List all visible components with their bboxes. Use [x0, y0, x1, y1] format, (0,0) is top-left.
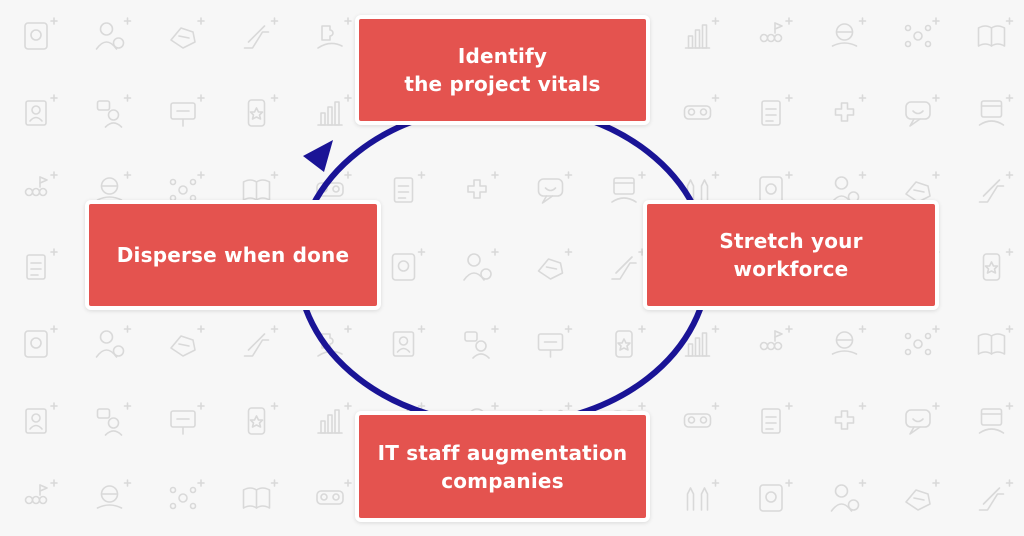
escalator-icon [978, 171, 1014, 203]
open-book-icon [242, 479, 279, 509]
step-box-augmentation: IT staff augmentation companies [355, 411, 650, 522]
person-frame-icon [25, 94, 58, 126]
clipboard-icon [761, 402, 793, 434]
escalator-icon [243, 325, 279, 357]
step-label-augmentation: IT staff augmentation companies [377, 440, 628, 493]
presentation-board-icon [537, 325, 573, 358]
network-people-icon [169, 171, 205, 202]
presentation-board-icon [170, 94, 205, 127]
medical-signal-icon [834, 94, 867, 122]
team-flag-icon [759, 325, 793, 351]
calendar-hand-icon [978, 94, 1014, 126]
puzzle-hand-icon [317, 17, 352, 49]
chat-person-icon [464, 325, 499, 359]
step-box-disperse: Disperse when done [85, 200, 381, 310]
open-book-icon [977, 325, 1014, 355]
growth-chart-icon [317, 94, 352, 126]
user-badge-icon [830, 479, 867, 512]
globe-hand-icon [96, 479, 132, 509]
user-badge-icon [463, 248, 499, 281]
medical-signal-icon [467, 171, 499, 199]
vr-headset-icon [683, 402, 720, 428]
chat-person-icon [96, 402, 132, 436]
team-flag-icon [24, 171, 58, 197]
escalator-icon [978, 479, 1014, 511]
person-frame-icon [25, 402, 58, 434]
growth-chart-icon [684, 325, 720, 357]
step-label-identify: Identify the project vitals [404, 44, 601, 96]
user-badge-icon [95, 325, 132, 358]
touch-screen-icon [24, 17, 58, 50]
team-flag-icon [24, 479, 58, 505]
clipboard-icon [761, 94, 793, 126]
step-box-identify: Identify the project vitals [355, 15, 650, 125]
growth-chart-icon [684, 17, 720, 49]
touch-screen-icon [759, 479, 793, 512]
touch-screen-icon [391, 248, 426, 281]
raised-hands-icon [686, 479, 720, 511]
step-box-stretch: Stretch your workforce [643, 200, 939, 310]
arrowhead-icon [303, 140, 333, 172]
escalator-icon [243, 17, 279, 49]
network-people-icon [169, 479, 205, 510]
mobile-star-icon [982, 248, 1014, 281]
team-flag-icon [759, 17, 793, 43]
clipboard-icon [393, 171, 426, 203]
calendar-hand-icon [978, 402, 1014, 434]
globe-hand-icon [96, 171, 132, 201]
medical-signal-icon [834, 402, 867, 430]
network-people-icon [904, 17, 940, 48]
open-book-icon [977, 17, 1014, 47]
smiley-chat-icon [537, 171, 573, 204]
touch-screen-icon [24, 325, 58, 358]
user-badge-icon [95, 17, 132, 50]
handshake-icon [537, 248, 573, 280]
network-people-icon [904, 325, 940, 356]
presentation-board-icon [170, 402, 205, 435]
calendar-hand-icon [611, 171, 646, 203]
vr-headset-icon [316, 479, 352, 505]
step-label-stretch: Stretch your workforce [719, 229, 863, 281]
handshake-icon [170, 17, 205, 49]
mobile-star-icon [615, 325, 646, 358]
smiley-chat-icon [905, 402, 940, 435]
globe-hand-icon [831, 17, 867, 47]
clipboard-icon [26, 248, 58, 280]
mobile-star-icon [247, 402, 279, 435]
chat-person-icon [96, 94, 132, 128]
smiley-chat-icon [905, 94, 940, 127]
vr-headset-icon [683, 94, 720, 120]
mobile-star-icon [247, 94, 279, 127]
growth-chart-icon [317, 402, 352, 434]
person-frame-icon [392, 325, 426, 357]
step-label-disperse: Disperse when done [116, 243, 350, 267]
handshake-icon [905, 479, 940, 511]
handshake-icon [170, 325, 205, 357]
globe-hand-icon [831, 325, 867, 355]
